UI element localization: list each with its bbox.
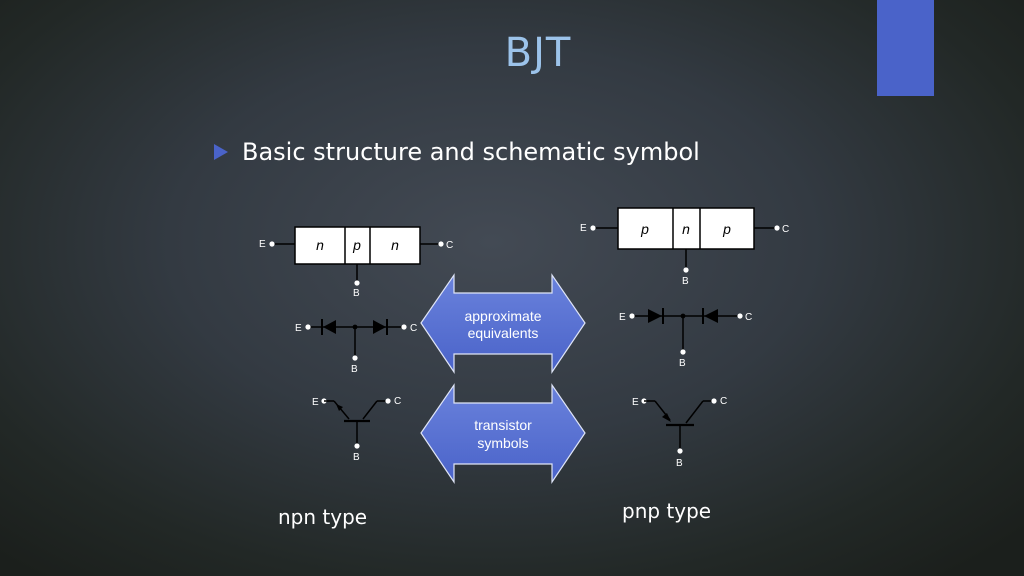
npn-region-base: p xyxy=(352,237,361,253)
pnp-diode-left-icon xyxy=(648,309,662,323)
npn-body xyxy=(294,226,421,265)
pnp-diode-base-label: B xyxy=(679,358,686,369)
pnp-region-collector: p xyxy=(722,221,731,237)
pnp-structure: E p n p C B xyxy=(580,207,789,287)
approximate-equivalents-arrow: approximate equivalents xyxy=(420,273,586,374)
npn-emitter-arrow-icon xyxy=(336,404,343,411)
npn-symbol-emitter-label: E xyxy=(312,397,319,408)
accent-bar xyxy=(877,0,934,96)
pnp-symbol-collector-label: C xyxy=(720,396,727,407)
npn-collector-label: C xyxy=(446,240,453,251)
npn-region-emitter: n xyxy=(316,237,324,253)
npn-symbol-base-label: B xyxy=(353,452,360,463)
transistor-symbols-arrow: transistor symbols xyxy=(420,383,586,484)
bullet-triangle-icon xyxy=(214,144,228,160)
npn-base-label: B xyxy=(353,288,360,299)
approx-label-line1: approximate xyxy=(464,308,541,324)
bullet-item: Basic structure and schematic symbol xyxy=(214,138,700,166)
symbols-label-line1: transistor xyxy=(474,417,532,433)
npn-base-terminal xyxy=(354,280,360,286)
npn-diode-left-icon xyxy=(323,320,336,334)
npn-transistor-symbol: E C B xyxy=(312,396,401,463)
pnp-region-base: n xyxy=(682,221,690,237)
npn-region-collector: n xyxy=(391,237,399,253)
symbols-label-line2: symbols xyxy=(477,435,528,451)
pnp-emitter-label: E xyxy=(580,223,587,234)
pnp-symbol-base-label: B xyxy=(676,458,683,469)
slide-title: BJT xyxy=(504,30,572,76)
pnp-symbol-emitter-label: E xyxy=(632,397,639,408)
npn-caption: npn type xyxy=(278,505,368,529)
npn-emitter-label: E xyxy=(259,239,266,250)
pnp-diode-collector-label: C xyxy=(745,312,752,323)
pnp-diode-equivalent: E C B xyxy=(619,308,752,369)
bullet-text: Basic structure and schematic symbol xyxy=(242,138,700,166)
npn-diode-right-icon xyxy=(373,320,386,334)
npn-emitter-terminal xyxy=(269,241,275,247)
pnp-transistor-symbol: E C B xyxy=(632,396,727,469)
pnp-diode-emitter-label: E xyxy=(619,312,626,323)
pnp-diode-right-icon xyxy=(704,309,718,323)
double-arrow-icon xyxy=(420,273,586,374)
npn-symbol-collector-label: C xyxy=(394,396,401,407)
pnp-base-label: B xyxy=(682,276,689,287)
npn-diode-equivalent: E C B xyxy=(295,319,417,375)
npn-diode-collector-label: C xyxy=(410,323,417,334)
npn-diode-base-label: B xyxy=(351,364,358,375)
npn-diode-emitter-label: E xyxy=(295,323,302,334)
approx-label-line2: equivalents xyxy=(468,325,539,341)
pnp-caption: pnp type xyxy=(622,499,712,523)
npn-collector-terminal xyxy=(438,241,444,247)
npn-structure: E n p n C B xyxy=(259,226,453,299)
pnp-emitter-arrow-icon xyxy=(662,413,671,422)
double-arrow-icon xyxy=(420,383,586,484)
pnp-collector-label: C xyxy=(782,224,789,235)
pnp-region-emitter: p xyxy=(640,221,649,237)
